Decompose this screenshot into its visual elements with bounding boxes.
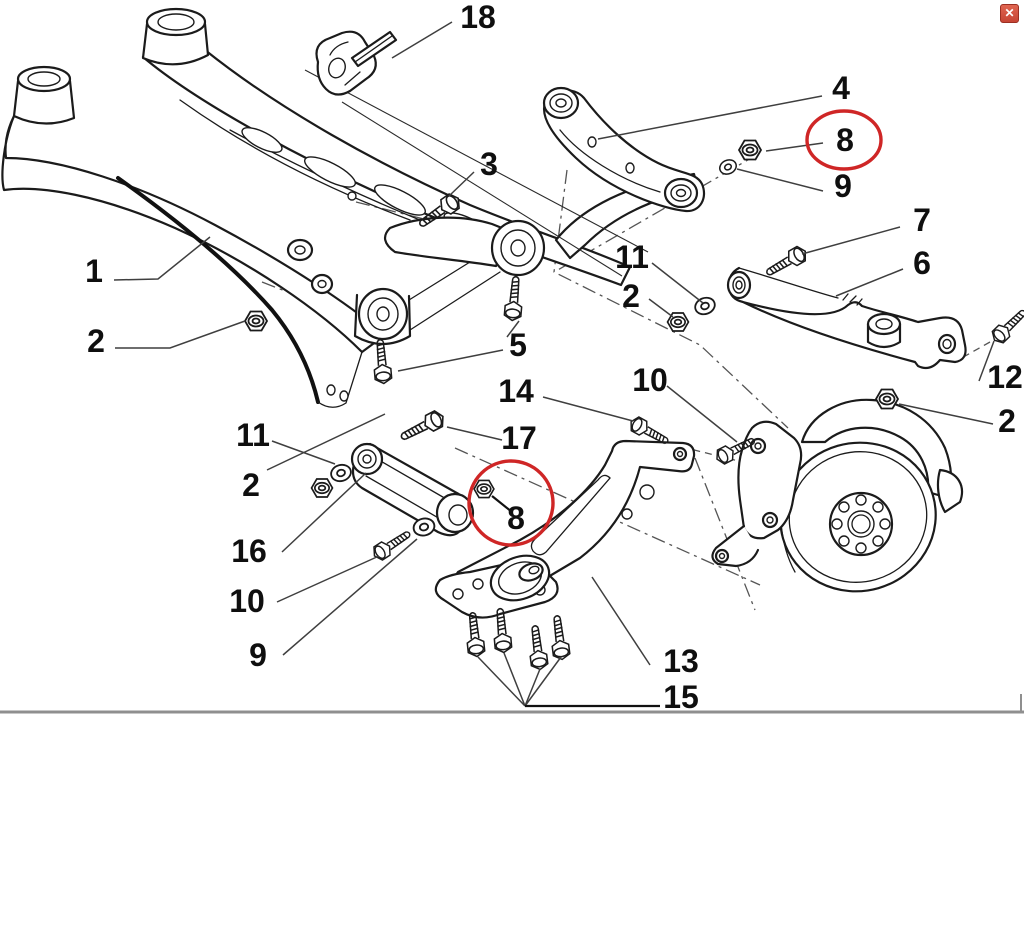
callout-10-21: 10 [229, 583, 265, 619]
bolt-7-drawing [762, 243, 811, 282]
bolt-15-drawing [463, 611, 486, 659]
nut-8-bottom-drawing [473, 479, 495, 499]
trailing-arm-drawing [434, 439, 696, 619]
callout-13-23: 13 [663, 643, 699, 679]
bolt-17-drawing [396, 407, 448, 447]
callout-8-19: 8 [507, 500, 525, 536]
callout-17-16: 17 [501, 420, 537, 456]
callout-14-14: 14 [498, 373, 534, 409]
nut-2-lower-drawing [310, 478, 334, 498]
bolt-5b-drawing [371, 338, 393, 385]
washer-9-top-drawing [716, 156, 740, 178]
callout-11-7: 11 [615, 239, 649, 275]
nut-2-left-drawing [244, 310, 268, 332]
callout-4-2: 4 [832, 70, 850, 106]
callout-2-10: 2 [998, 403, 1016, 439]
highlight-circle-8 [467, 459, 555, 547]
bolt-15-drawing [547, 614, 572, 662]
bolt-5a-drawing [503, 275, 525, 322]
callout-2-18: 2 [242, 467, 260, 503]
callout-6-6: 6 [913, 245, 931, 281]
close-button[interactable]: ✕ [1000, 4, 1019, 23]
callout-1-11: 1 [85, 253, 103, 289]
lower-arm-drawing [726, 266, 967, 370]
callout-2-8: 2 [622, 278, 640, 314]
callout-3-1: 3 [480, 146, 498, 182]
washer-11-left-drawing [328, 461, 354, 485]
callout-5-13: 5 [509, 327, 527, 363]
highlight-circle-8 [805, 109, 883, 171]
nut-2-right-drawing [875, 388, 899, 410]
callout-11-17: 11 [236, 417, 270, 453]
callout-15-24: 15 [663, 679, 699, 715]
callout-9-4: 9 [834, 168, 852, 204]
hub-brake-assembly-drawing [711, 398, 964, 593]
callout-12-9: 12 [987, 359, 1023, 395]
lateral-link-drawing [350, 442, 475, 537]
callout-9-22: 9 [249, 637, 267, 673]
page-divider [0, 694, 1024, 714]
upper-arm-drawing [542, 86, 706, 213]
callout-18-0: 18 [460, 0, 496, 35]
callout-7-5: 7 [913, 202, 931, 238]
bolt-15-drawing [525, 624, 550, 672]
callout-8-3: 8 [836, 122, 854, 158]
callout-2-12: 2 [87, 323, 105, 359]
callout-16-20: 16 [231, 533, 267, 569]
callout-10-15: 10 [632, 362, 668, 398]
bolt-12-drawing [988, 304, 1024, 347]
bracket-18-drawing [304, 30, 649, 277]
leader-lines [113, 21, 995, 708]
nut-8-top-drawing [738, 139, 762, 161]
